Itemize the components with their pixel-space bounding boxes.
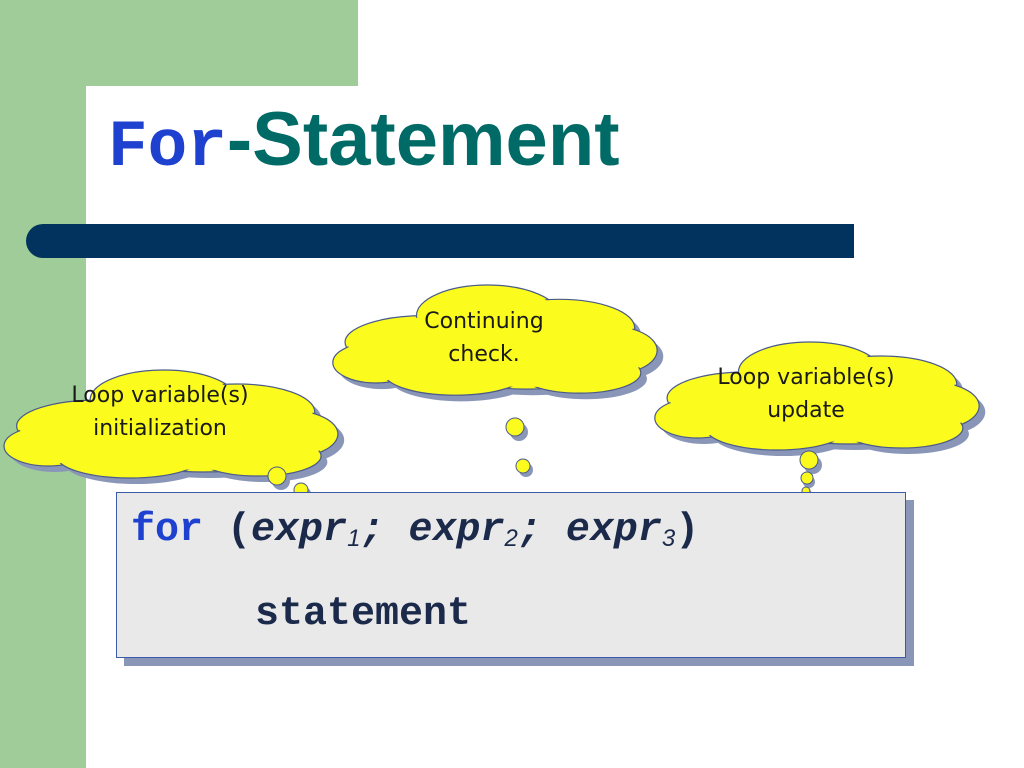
title-underline-bar xyxy=(26,224,854,258)
code-open-paren: ( xyxy=(227,508,252,553)
code-box: for (expr1; expr2; expr3) statement xyxy=(116,492,906,658)
code-line-header: for (expr1; expr2; expr3) xyxy=(131,511,699,551)
code-sep2: ; xyxy=(517,508,542,553)
code-sep1: ; xyxy=(360,508,385,553)
callout-update-line-2: update xyxy=(767,398,845,423)
green-top-panel xyxy=(0,0,358,86)
callout-update-bubble-2 xyxy=(800,471,814,485)
callout-init-bubble-1 xyxy=(267,466,287,486)
callout-init: Loop variable(s) initialization xyxy=(3,369,345,508)
code-sub3: 3 xyxy=(661,525,676,552)
callout-update-bubble-1 xyxy=(799,450,819,470)
callout-check: Continuing check. xyxy=(332,284,664,509)
panel-corner xyxy=(86,86,166,166)
slide-title: For-Statement xyxy=(108,102,620,181)
callout-check-bubble-1 xyxy=(505,417,525,437)
callout-update: Loop variable(s) update xyxy=(654,341,986,498)
green-side-panel xyxy=(0,0,86,768)
code-close-paren: ) xyxy=(675,508,700,553)
callout-init-line-1: Loop variable(s) xyxy=(71,383,248,408)
code-expr1: expr xyxy=(251,508,348,553)
title-text: -Statement xyxy=(226,97,620,182)
code-sub2: 2 xyxy=(504,525,518,552)
code-line-body: statement xyxy=(255,592,472,637)
callout-update-line-1: Loop variable(s) xyxy=(717,365,894,390)
callout-check-line-1: Continuing xyxy=(424,309,543,334)
title-keyword: For xyxy=(108,110,227,185)
code-expr3: expr xyxy=(565,508,662,553)
code-keyword-for: for xyxy=(131,508,204,553)
callout-check-bubble-2 xyxy=(515,458,531,474)
code-expr2: expr xyxy=(408,508,505,553)
callout-init-line-2: initialization xyxy=(93,416,227,441)
code-sub1: 1 xyxy=(347,525,361,552)
callout-check-line-2: check. xyxy=(448,342,519,367)
